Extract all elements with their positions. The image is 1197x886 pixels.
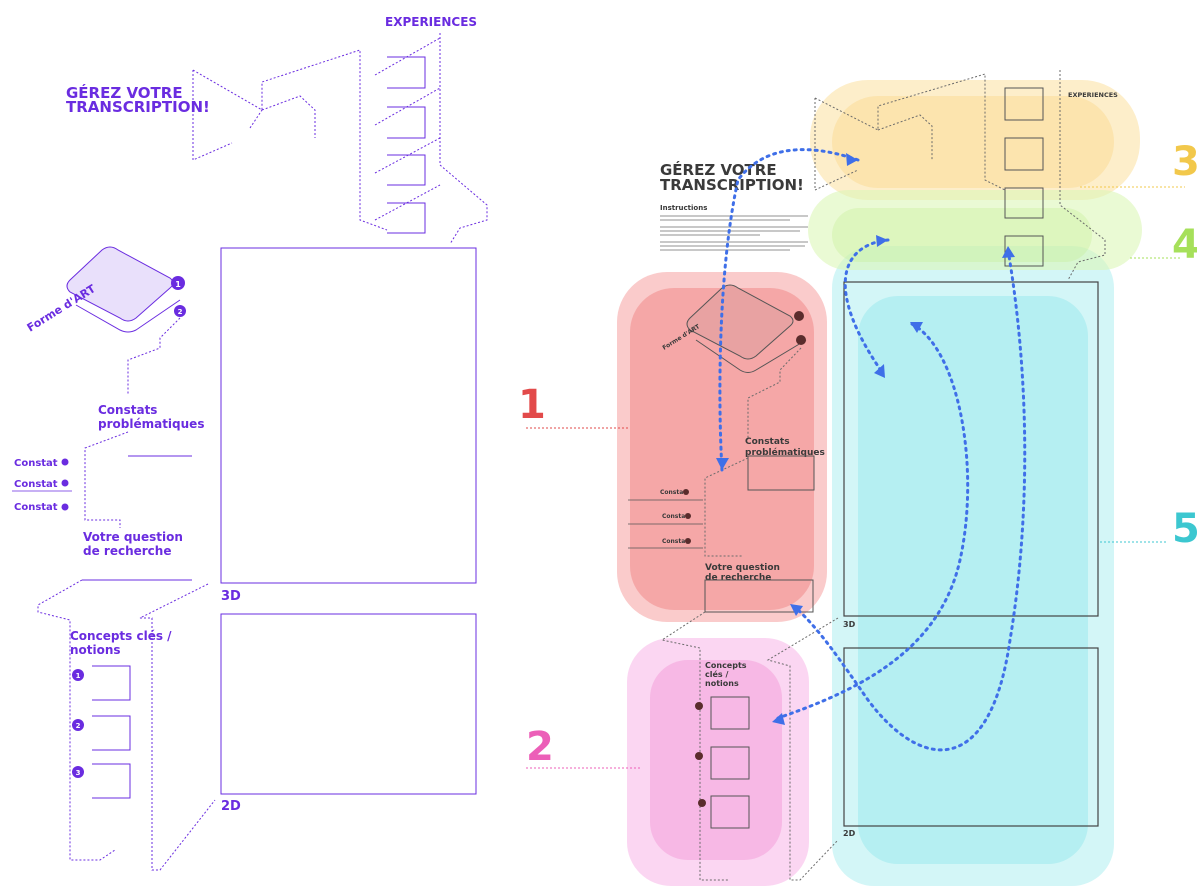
left-forme-art: Forme d'ART xyxy=(25,282,98,335)
left-constat-c: Constat xyxy=(14,502,58,513)
left-title-line2: TRANSCRIPTION! xyxy=(66,98,210,116)
left-experiences-label: EXPERIENCES xyxy=(385,15,477,29)
right-constat-a-dot xyxy=(683,489,689,495)
left-flow-tick xyxy=(250,110,262,128)
left-flow-right xyxy=(440,33,487,244)
right-constat-c: Constat xyxy=(662,538,688,545)
left-diamond-top xyxy=(67,247,173,321)
left-exp-links xyxy=(375,38,440,220)
left-flow-constats xyxy=(85,432,128,528)
left-frame-2d xyxy=(221,614,476,794)
right-annotated: GÉREZ VOTRE TRANSCRIPTION! Instructions … xyxy=(518,70,1197,886)
left-concepts-line2: notions xyxy=(70,643,121,657)
left-label-2d: 2D xyxy=(221,799,241,814)
left-constats-line1: Constats xyxy=(98,403,157,417)
zone-4-inner xyxy=(832,208,1092,262)
zone-2-number: 2 xyxy=(526,724,554,770)
right-concepts-line1: Concepts xyxy=(705,661,747,670)
left-exp-box-1 xyxy=(387,57,425,88)
right-experiences-label: EXPERIENCES xyxy=(1068,91,1118,99)
left-concept-box-3 xyxy=(92,764,130,798)
left-badge-1: 1 xyxy=(175,280,181,289)
left-flow-mid xyxy=(262,96,315,138)
left-concept-2-num: 2 xyxy=(76,722,81,730)
right-label-2d: 2D xyxy=(843,829,856,838)
right-concept-1-icon xyxy=(695,702,703,710)
right-question-line1: Votre question xyxy=(705,563,780,573)
left-concept-box-2 xyxy=(92,716,130,750)
left-concept-list: 1 2 3 xyxy=(72,666,130,798)
left-constat-b-dot xyxy=(62,480,69,487)
left-concept-3-num: 3 xyxy=(76,769,81,777)
right-instructions: Instructions xyxy=(660,204,707,212)
zone-5-number: 5 xyxy=(1172,506,1197,552)
right-constat-c-dot xyxy=(685,538,691,544)
right-constat-a: Constat xyxy=(660,489,686,496)
left-constats-line2: problématiques xyxy=(98,417,204,431)
zone-4-number: 4 xyxy=(1172,222,1197,268)
zone-2-inner xyxy=(650,660,782,860)
right-badge-1-icon xyxy=(794,311,804,321)
left-frame-3d xyxy=(221,248,476,583)
left-constat-a: Constat xyxy=(14,458,58,469)
right-constat-b: Constat xyxy=(662,513,688,520)
left-constat-a-dot xyxy=(62,459,69,466)
right-concepts-line3: notions xyxy=(705,679,739,688)
right-instructions-lines xyxy=(660,216,808,250)
zone-1-number: 1 xyxy=(518,382,546,428)
left-constat-b: Constat xyxy=(14,479,58,490)
left-concept-1-num: 1 xyxy=(76,672,81,680)
right-question-line2: de recherche xyxy=(705,573,771,583)
right-constat-b-dot xyxy=(685,513,691,519)
left-question-line2: de recherche xyxy=(83,544,171,558)
left-exp-box-2 xyxy=(387,107,425,138)
right-concept-2-icon xyxy=(695,752,703,760)
left-flow-top xyxy=(193,50,387,230)
right-badge-2-icon xyxy=(796,335,806,345)
left-exp-box-4 xyxy=(387,203,425,233)
left-concepts-line1: Concepts clés / xyxy=(70,629,172,643)
left-badge-2: 2 xyxy=(178,308,183,316)
left-label-3d: 3D xyxy=(221,589,241,604)
zone-3-number: 3 xyxy=(1172,139,1197,185)
left-template: EXPERIENCES GÉREZ VOTRE TRANSCRIPTION! 1… xyxy=(12,15,487,870)
left-question-line1: Votre question xyxy=(83,530,183,544)
right-constats-line1: Constats xyxy=(745,437,790,447)
left-experience-boxes xyxy=(375,38,440,233)
left-constat-c-dot xyxy=(62,504,69,511)
right-label-3d: 3D xyxy=(843,620,856,629)
zone-3-inner xyxy=(832,96,1114,188)
left-exp-box-3 xyxy=(387,155,425,185)
left-flow-right-column xyxy=(140,584,215,870)
right-concept-3-icon xyxy=(698,799,706,807)
right-title-line2: TRANSCRIPTION! xyxy=(660,176,804,194)
left-concept-box-1 xyxy=(92,666,130,700)
zone-5-inner xyxy=(858,296,1088,864)
right-concepts-line2: clés / xyxy=(705,669,728,679)
